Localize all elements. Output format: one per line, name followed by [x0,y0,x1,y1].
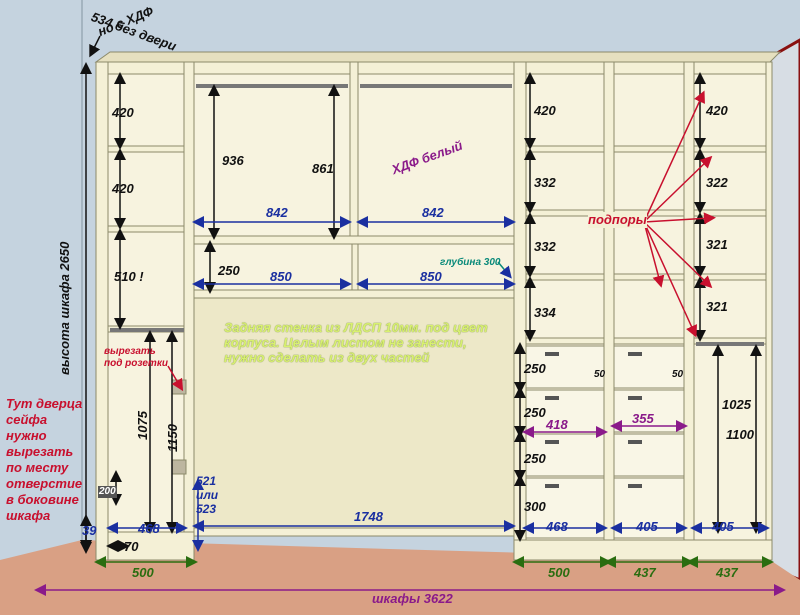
col5-w355: 355 [632,411,654,426]
mid-h936: 936 [222,153,244,168]
col4-w468: 468 [546,519,568,534]
mid-depth: глубина 300 [440,257,501,268]
safe-height: 200 [98,486,117,498]
col1-shelf-2: 420 [112,181,134,196]
dimension-lines-blue [106,216,770,552]
col6-h1100: 1100 [726,427,754,442]
mid-h861: 861 [312,161,334,176]
col1-shelf-3: 510 ! [114,269,144,284]
col4-shelf-3: 332 [534,239,556,254]
col6-base: 437 [716,565,738,580]
col4-drawer-2: 250 [524,405,546,420]
supports-label: подпоры [588,212,647,228]
col1-w468: 468 [138,521,160,536]
col4-gap50: 50 [594,369,606,380]
col1-h1075: 1075 [135,411,150,440]
col5-w405: 405 [636,519,658,534]
dimension-lines-magenta [34,420,786,596]
col6-shelf-1: 420 [706,103,728,118]
col6-h1025: 1025 [722,397,751,412]
col4-shelf-1: 420 [534,103,556,118]
depth-arrow [497,261,512,279]
dimension-lines-black [80,35,762,554]
col4-drawer-4: 300 [524,499,546,514]
col5-base: 437 [634,565,656,580]
col1-w70: 70 [124,539,139,554]
back-note: Задняя стенка из ЛДСП 10мм. под цвет кор… [224,320,488,365]
col6-w405: 405 [712,519,734,534]
mid-h250: 250 [218,263,240,278]
col6-shelf-2: 322 [706,175,728,190]
mid-w850b: 850 [420,269,442,284]
col1-shelf-1: 420 [112,105,134,120]
col4-shelf-2: 332 [534,175,556,190]
mid-w842b: 842 [422,205,444,220]
col6-shelf-4: 321 [706,299,728,314]
height-label: высота шкафа 2650 [57,241,72,375]
col4-shelf-4: 334 [534,305,556,320]
mid-w850a: 850 [270,269,292,284]
bottom-39: 39 [82,523,97,538]
mid-w842a: 842 [266,205,288,220]
support-arrows [167,90,716,392]
col4-base: 500 [548,565,570,580]
cabinet-body [94,51,782,561]
col5-gap50: 50 [672,369,684,380]
col1-h1150: 1150 [165,424,180,452]
cut-note: вырезать под розетки [104,346,168,369]
total-width-label: шкафы 3622 [372,591,453,606]
drawer-handles [545,352,642,488]
col4-w418: 418 [546,417,568,432]
col1-base: 500 [132,565,154,580]
safe-note: Тут дверца сейфа нужно вырезать по месту… [6,396,83,523]
col6-shelf-3: 321 [706,237,728,252]
col4-drawer-1: 250 [524,361,546,376]
mid-h521: 521 или 523 [196,474,219,516]
col4-drawer-3: 250 [524,451,546,466]
mid-w1748: 1748 [354,509,383,524]
